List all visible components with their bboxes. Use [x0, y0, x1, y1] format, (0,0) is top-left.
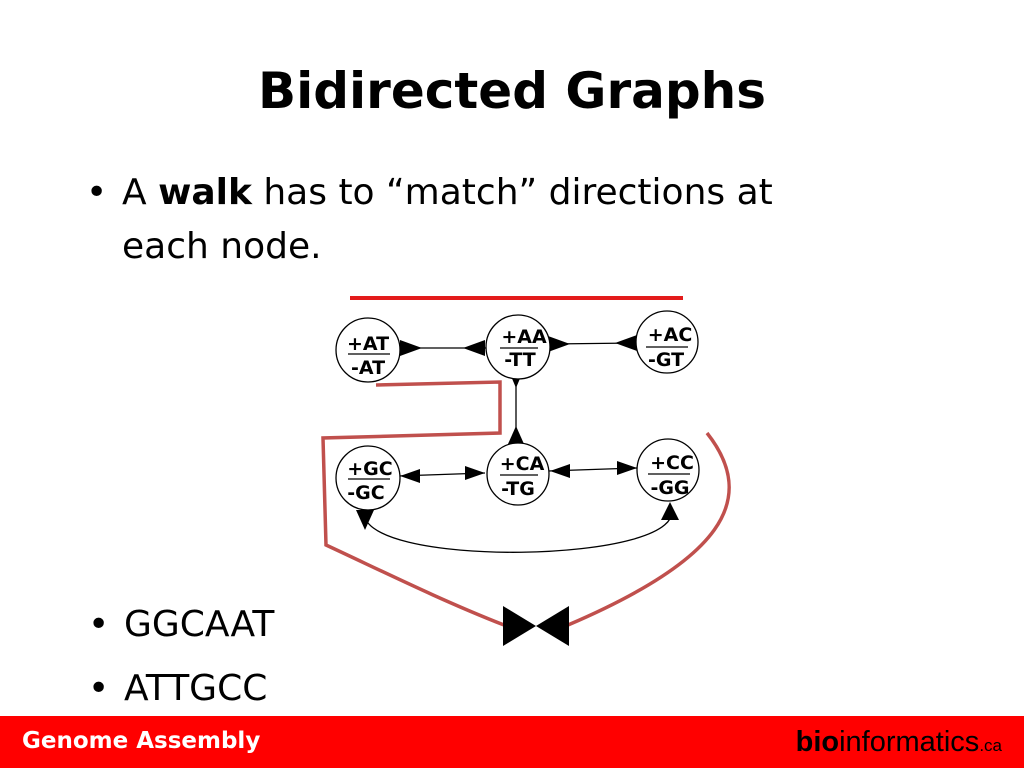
bullet-marker: •: [88, 604, 110, 645]
node-gc-bottom: -GC: [347, 482, 384, 504]
footer-brand-logo: bioinformatics.ca: [796, 726, 1002, 759]
node-ca: +CA -TG: [486, 442, 550, 506]
node-aa-top: +AA: [501, 326, 547, 348]
bullet-sequence-2: • ATTGCC: [88, 668, 268, 709]
bullet-marker: •: [86, 172, 108, 213]
brand-regular: informatics: [839, 726, 980, 758]
footer-bar: Genome Assembly bioinformatics.ca: [0, 716, 1024, 768]
node-cc-top: +CC: [650, 452, 694, 474]
bowtie-icon: [503, 606, 569, 646]
walk-path: [321, 380, 731, 627]
slide-title: Bidirected Graphs: [258, 62, 766, 120]
node-cc: +CC -GG: [636, 438, 700, 502]
node-ac: +AC -GT: [635, 310, 699, 374]
node-gc-top: +GC: [347, 458, 392, 480]
bullet-walk-post: has to “match” directions at each node.: [122, 172, 773, 267]
arrowhead-ac-in: [615, 335, 637, 351]
bidirected-graph-diagram: +AT -AT +AA -TT +AC -GT +GC -GC +CA -TG …: [321, 296, 731, 646]
node-ac-top: +AC: [648, 324, 693, 346]
walk-segment-main: [321, 380, 505, 627]
node-aa: +AA -TT: [485, 314, 551, 380]
footer-course-title: Genome Assembly: [22, 728, 261, 754]
arrowhead-aa-out: [548, 336, 570, 352]
node-ca-top: +CA: [500, 453, 545, 475]
node-cc-bottom: -GG: [650, 477, 689, 499]
arrowhead-cc-bottom: [661, 502, 679, 520]
node-ac-bottom: -GT: [648, 349, 684, 371]
arrowhead-gc-right: [400, 469, 420, 483]
arrowhead-aa-in: [463, 340, 485, 356]
node-at-top: +AT: [347, 333, 389, 355]
node-at: +AT -AT: [335, 317, 401, 383]
node-gc: +GC -GC: [335, 445, 401, 511]
arrowhead-ca-left: [465, 466, 485, 480]
sequence-1-text: GGCAAT: [124, 604, 275, 645]
node-at-bottom: -AT: [351, 357, 385, 379]
bullet-sequence-1: • GGCAAT: [88, 604, 275, 645]
edge-gc-cc: [363, 504, 673, 553]
edge-arrowheads: [356, 335, 679, 530]
walk-segment-right: [567, 431, 731, 627]
bullet-walk: • A walk has to “match” directions at ea…: [86, 166, 862, 274]
bullet-walk-pre: A: [122, 172, 159, 213]
sequence-2-text: ATTGCC: [124, 668, 268, 709]
arrowhead-at-out: [400, 340, 422, 356]
arrowhead-ca-right: [550, 464, 570, 478]
node-aa-bottom: -TT: [504, 349, 535, 371]
bullet-walk-bold: walk: [158, 172, 252, 213]
brand-bold: bio: [795, 726, 840, 758]
arrowhead-gc-bottom: [356, 510, 374, 530]
bullet-marker: •: [88, 668, 110, 709]
brand-suffix: .ca: [979, 736, 1002, 755]
arrowhead-ca-top: [508, 426, 524, 444]
node-ca-bottom: -TG: [501, 478, 535, 500]
arrowhead-cc-left: [617, 461, 637, 475]
